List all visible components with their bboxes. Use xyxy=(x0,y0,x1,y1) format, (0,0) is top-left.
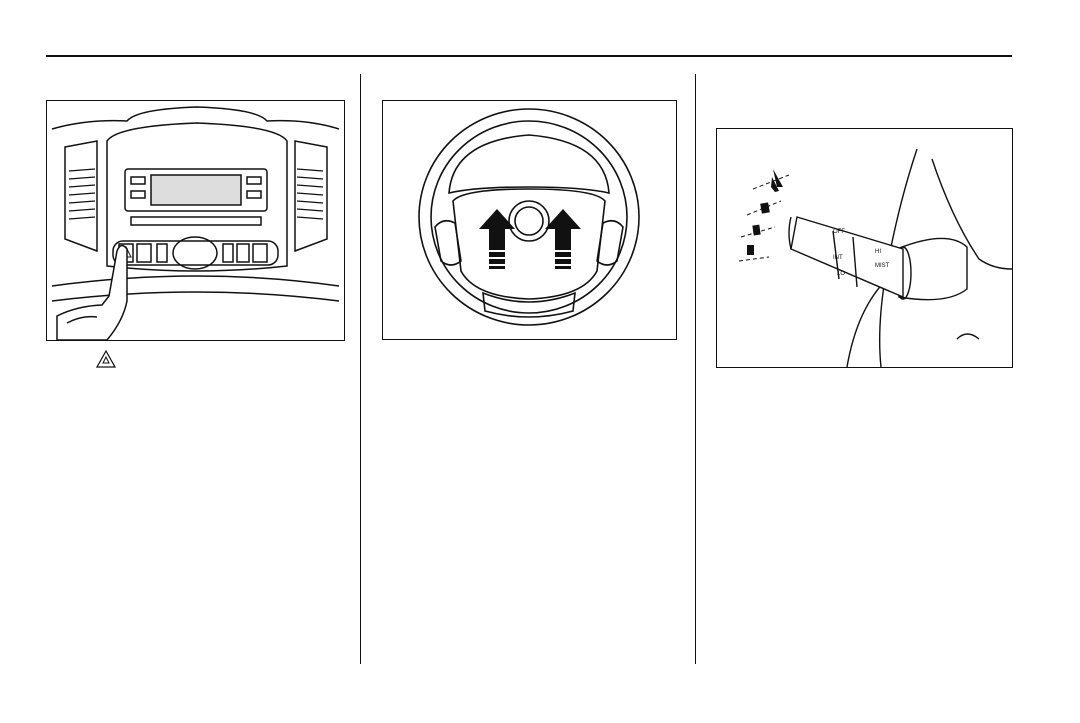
hazard-button-figure xyxy=(46,100,345,341)
wiper-stalk-figure: OFF INT LO HI MIST xyxy=(716,128,1013,368)
wiper-label-hi: HI xyxy=(875,249,881,255)
dashboard-center-console-illustration xyxy=(47,101,344,340)
wiper-lever-illustration: OFF INT LO HI MIST xyxy=(717,129,1012,367)
steering-wheel-illustration xyxy=(383,101,676,339)
hazard-caption xyxy=(96,350,122,368)
wiper-label-lo: LO xyxy=(837,271,845,277)
wiper-label-mist: MIST xyxy=(875,263,890,269)
wiper-label-int: INT xyxy=(833,255,843,261)
wiper-label-off: OFF xyxy=(833,229,845,235)
header-rule xyxy=(46,55,1012,57)
column-divider-right xyxy=(695,74,696,664)
column-divider-left xyxy=(360,74,361,664)
hazard-warning-triangle-icon xyxy=(96,350,116,368)
steering-wheel-figure xyxy=(382,100,677,340)
